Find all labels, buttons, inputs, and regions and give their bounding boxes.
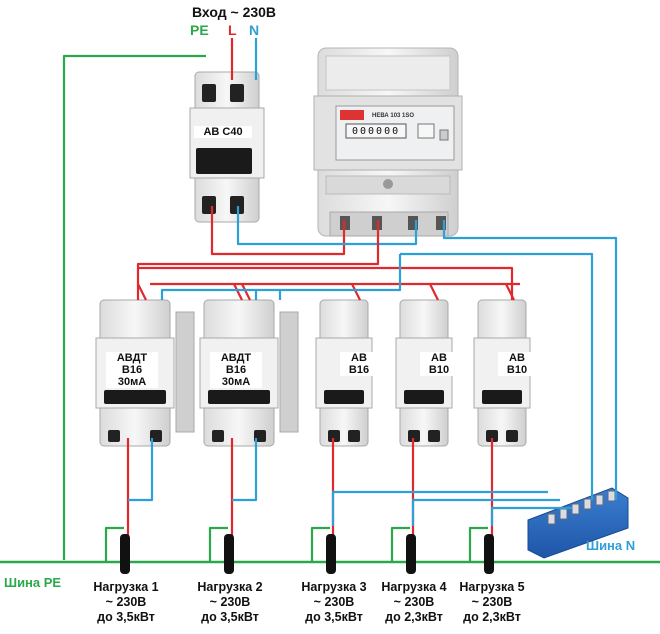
earth-trunk-wire (62, 54, 206, 560)
main-breaker-label: АВ С40 (194, 126, 252, 138)
input-title: Вход ~ 230В (192, 4, 277, 20)
energy-meter (313, 47, 463, 237)
load-cable-2 (224, 534, 234, 574)
main-to-meter-phase (210, 206, 346, 256)
n-bus-label: Шина N (586, 538, 636, 553)
main-breaker (189, 71, 265, 223)
pe-bus-label: Шина PE (4, 575, 62, 590)
neutral-to-bus-wire (442, 220, 618, 500)
phase-distribution (136, 220, 380, 300)
input-pe-label: PE (190, 22, 209, 38)
main-to-meter-neutral (236, 206, 418, 246)
load-cable-5 (484, 534, 494, 574)
neutral-bus-bar (527, 487, 629, 559)
input-n-label: N (249, 22, 260, 38)
load-cable-1 (120, 534, 130, 574)
load-cable-3 (326, 534, 336, 574)
input-l-label: L (228, 22, 237, 38)
load-cable-4 (406, 534, 416, 574)
neutral-to-rcd-wires (160, 252, 594, 500)
meter-reading: 000000 (352, 126, 401, 137)
meter-brand: НЕВА 103 1SO (372, 113, 415, 119)
